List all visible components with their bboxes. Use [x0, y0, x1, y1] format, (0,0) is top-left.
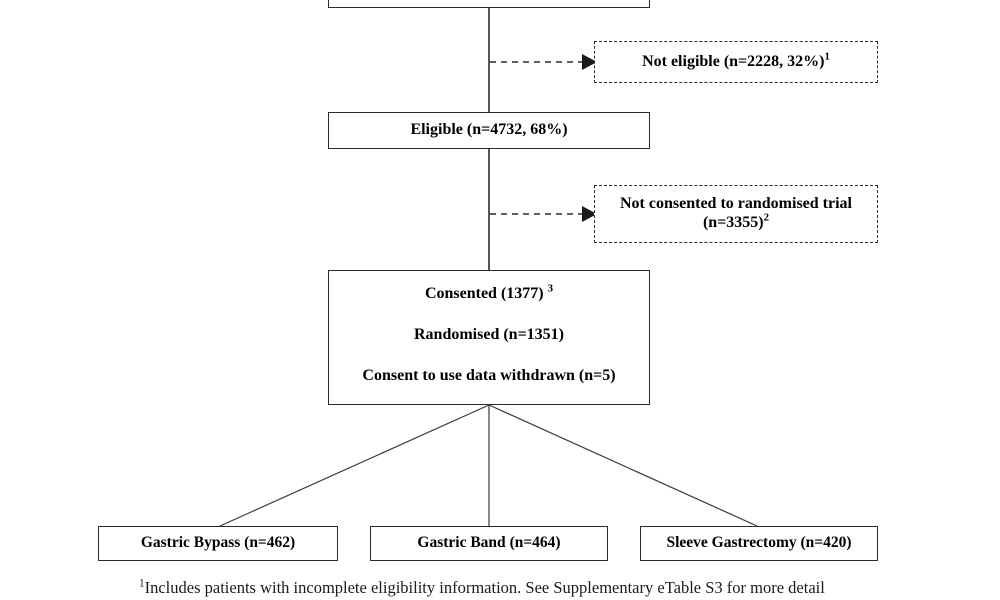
connector-consented-to-sleeve-gastrectomy	[488, 404, 758, 527]
node-eligible: Eligible (n=4732, 68%)	[328, 112, 650, 149]
node-consented: Consented (1377) 3 Randomised (n=1351) C…	[328, 270, 650, 405]
node-gastric-bypass: Gastric Bypass (n=462)	[98, 526, 338, 561]
node-gastric-bypass-label: Gastric Bypass (n=462)	[140, 534, 296, 552]
node-consented-count: Consented (1377)	[424, 285, 548, 302]
footnote-marker-2: 2	[763, 211, 770, 224]
node-consented-line1: Consented (1377) 3	[424, 282, 554, 304]
node-consented-line3: Consent to use data withdrawn (n=5)	[362, 366, 616, 384]
node-not-consented-count: (n=3355)	[702, 214, 764, 231]
footnote-1-text: Includes patients with incomplete eligib…	[144, 578, 825, 597]
node-not-consented: Not consented to randomised trial (n=335…	[594, 185, 878, 243]
node-gastric-band-count: (n=464)	[509, 534, 561, 552]
node-not-consented-line1: Not consented to randomised trial	[620, 195, 852, 213]
node-gastric-band-name: Gastric Band	[417, 534, 510, 552]
node-screened	[328, 0, 650, 8]
footnote-1: 1Includes patients with incomplete eligi…	[139, 578, 825, 599]
footnote-1-marker: 1	[139, 577, 145, 590]
footnote-marker-1: 1	[824, 50, 830, 63]
node-not-consented-line2: (n=3355)2	[702, 211, 770, 233]
node-sleeve-gastrectomy: Sleeve Gastrectomy (n=420)	[640, 526, 878, 561]
node-eligible-label: Eligible (n=4732, 68%)	[410, 121, 568, 139]
node-consented-line2: Randomised (n=1351)	[413, 325, 565, 343]
footnote-marker-3: 3	[547, 282, 554, 295]
node-not-eligible-label: Not eligible (n=2228, 32%)1	[642, 50, 830, 72]
node-not-eligible-text: Not eligible (n=2228, 32%)	[642, 52, 825, 70]
node-sleeve-gastrectomy-label: Sleeve Gastrectomy (n=420)	[666, 534, 852, 552]
node-gastric-band: Gastric Band (n=464)	[370, 526, 608, 561]
connector-consented-to-gastric-bypass	[219, 404, 490, 527]
node-not-eligible: Not eligible (n=2228, 32%)1	[594, 41, 878, 83]
node-gastric-band-label: Gastric Band (n=464)	[417, 534, 560, 552]
